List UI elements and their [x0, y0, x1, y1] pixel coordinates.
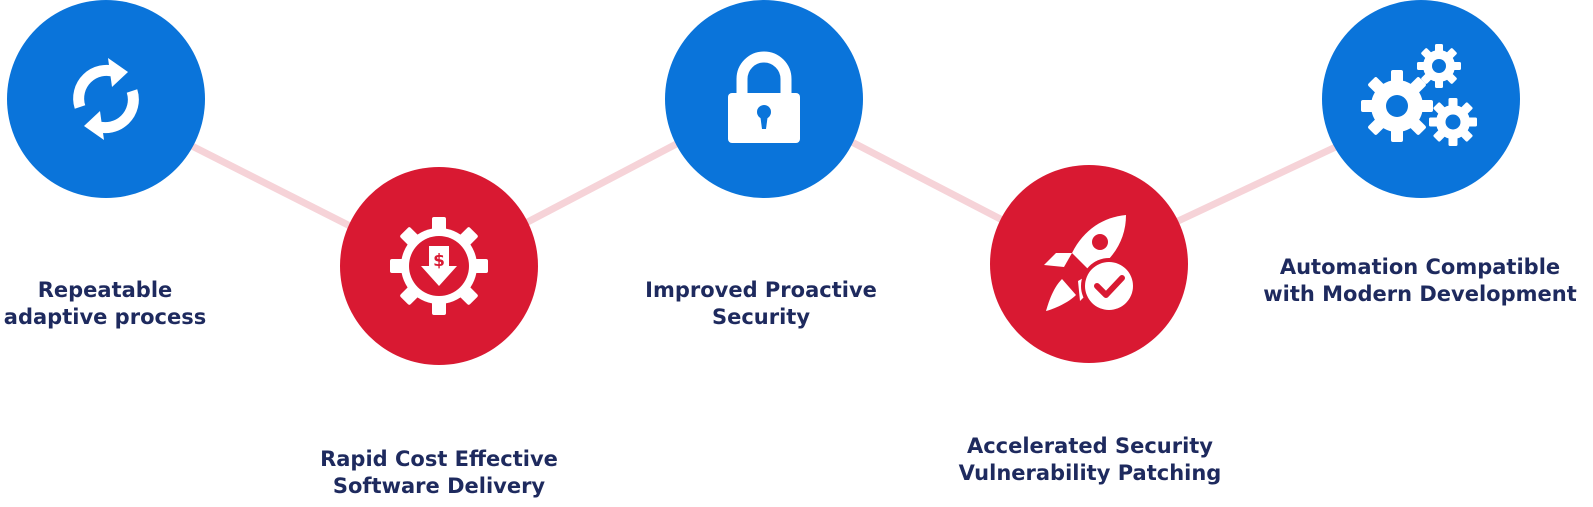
step-1-circle — [7, 0, 205, 198]
step-3-circle — [665, 0, 863, 198]
connector-2-3 — [516, 136, 688, 230]
step-5-circle — [1322, 0, 1520, 198]
step-3-label-line-1: Improved Proactive — [645, 278, 877, 302]
step-1-label-line-1: Repeatable — [37, 278, 173, 302]
rocket-check-icon — [1044, 215, 1137, 314]
step-4-label-line-1: Accelerated Security — [966, 434, 1214, 458]
step-2-label-line-1: Rapid Cost Effective — [320, 447, 558, 471]
step-1-label-line-2: adaptive process — [3, 305, 207, 329]
cost-reduction-gear-icon: $ — [390, 217, 488, 315]
step-4-label: Accelerated Security Vulnerability Patch… — [930, 433, 1250, 487]
refresh-icon — [73, 58, 139, 140]
step-1-label: Repeatable adaptive process — [0, 277, 265, 331]
step-3-label-line-2: Security — [711, 305, 811, 329]
connector-4-5 — [1172, 140, 1346, 226]
step-5-label: Automation Compatible with Modern Develo… — [1260, 254, 1580, 308]
step-5-label-line-2: with Modern Development — [1263, 282, 1577, 306]
step-4-circle — [990, 165, 1188, 363]
step-2-label: Rapid Cost Effective Software Delivery — [279, 446, 599, 500]
connector-3-4 — [844, 136, 1014, 228]
step-4-label-line-2: Vulnerability Patching — [958, 461, 1222, 485]
step-2-label-line-2: Software Delivery — [332, 474, 546, 498]
lock-icon — [728, 51, 800, 143]
step-5-label-line-1: Automation Compatible — [1279, 255, 1561, 279]
step-2-circle: $ — [340, 167, 538, 365]
step-3-label: Improved Proactive Security — [601, 277, 921, 331]
svg-text:$: $ — [433, 251, 445, 271]
connector-1-2 — [186, 141, 358, 232]
gears-icon — [1361, 44, 1477, 146]
